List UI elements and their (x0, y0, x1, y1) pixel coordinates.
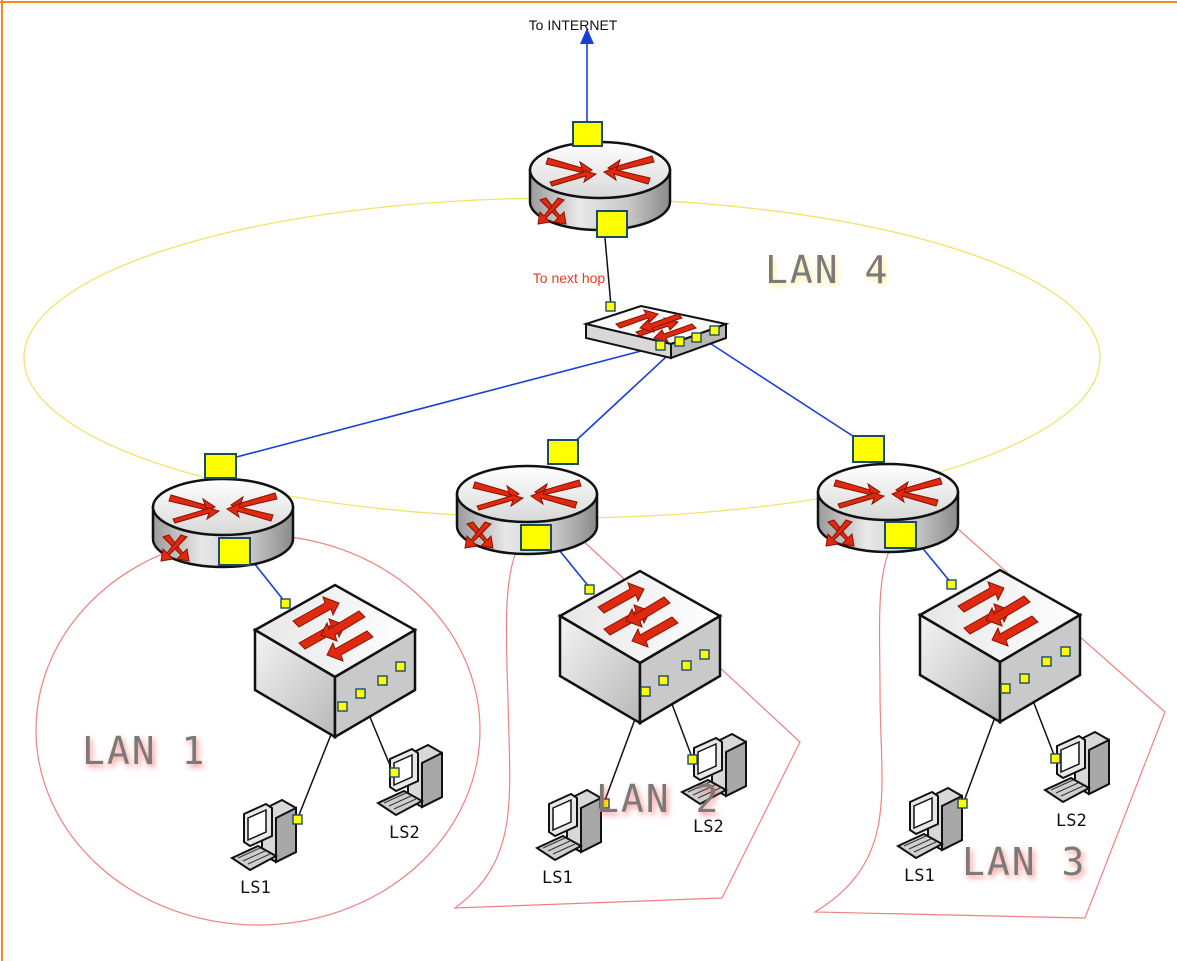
lan2-ls2-port (687, 754, 698, 765)
hub-port-4 (691, 332, 702, 343)
router1-port-down (218, 537, 251, 566)
router2-port-down (520, 524, 552, 551)
workstation-icon-lan1-ls2 (377, 744, 443, 816)
lan2-label: LAN 2 (596, 777, 720, 821)
lan2-ls1-port (599, 798, 610, 809)
router3-port-down (884, 521, 917, 549)
hub-port-2 (655, 340, 666, 351)
switch3-port-4 (1060, 646, 1071, 657)
link-hub-router2 (567, 343, 681, 449)
workstation-icon-lan3-ls2 (1044, 731, 1110, 803)
switch1-port-3 (377, 675, 388, 686)
link-router2-switch2 (554, 544, 591, 589)
switch1-port-up (280, 598, 291, 609)
switch3-icon (918, 568, 1082, 724)
core-router-port-down (596, 210, 628, 238)
hub-port-1 (605, 301, 616, 312)
lan2-ls1-label: LS1 (542, 868, 573, 888)
lan2-ls2-label: LS2 (693, 817, 724, 837)
switch3-port-up (946, 579, 957, 590)
switch1-port-1 (337, 701, 348, 712)
switch2-icon (558, 569, 722, 725)
switch3-port-2 (1019, 673, 1030, 684)
lan3-ls1-port (957, 798, 968, 809)
lan3-ls1-label: LS1 (904, 866, 935, 886)
switch2-port-1 (640, 686, 651, 697)
lan1-ls1-label: LS1 (240, 878, 271, 898)
internet-label: To INTERNET (529, 17, 618, 33)
lan1-ls2-port (389, 767, 400, 778)
link-router1-switch1 (249, 557, 286, 603)
next-hop-label: To next hop (533, 270, 606, 286)
link-hub-router3 (704, 339, 863, 443)
core-router-port-up (572, 121, 603, 147)
link-core-router-hub (604, 237, 612, 307)
switch3-port-1 (1000, 683, 1011, 694)
switch1-port-4 (395, 661, 406, 672)
link-hub-router1 (224, 345, 661, 461)
link-router3-switch3 (919, 544, 953, 585)
switch2-port-up (584, 584, 595, 595)
switch2-port-3 (681, 660, 692, 671)
hub-port-5 (709, 325, 720, 336)
workstation-icon-lan2-ls1 (536, 789, 602, 861)
hub-port-3 (674, 336, 685, 347)
lan3-ls2-label: LS2 (1056, 811, 1087, 831)
switch2-port-4 (699, 649, 710, 660)
router2-port-up (547, 439, 579, 465)
lan1-label: LAN 1 (82, 729, 206, 773)
switch2-port-2 (658, 675, 669, 686)
lan3-label: LAN 3 (962, 840, 1086, 884)
switch3-port-3 (1041, 656, 1052, 667)
workstation-icon-lan1-ls1 (231, 799, 297, 871)
workstation-icon-lan3-ls1 (897, 787, 963, 859)
lan1-ls2-label: LS2 (389, 823, 420, 843)
lan1-ls1-port (292, 814, 303, 825)
switch1-icon (253, 583, 417, 739)
internet-arrowhead (580, 28, 594, 44)
router1-port-up (204, 453, 237, 479)
lan4-label: LAN 4 (765, 248, 889, 292)
router3-port-up (852, 435, 885, 463)
lan3-ls2-port (1050, 753, 1061, 764)
switch1-port-2 (355, 688, 366, 699)
